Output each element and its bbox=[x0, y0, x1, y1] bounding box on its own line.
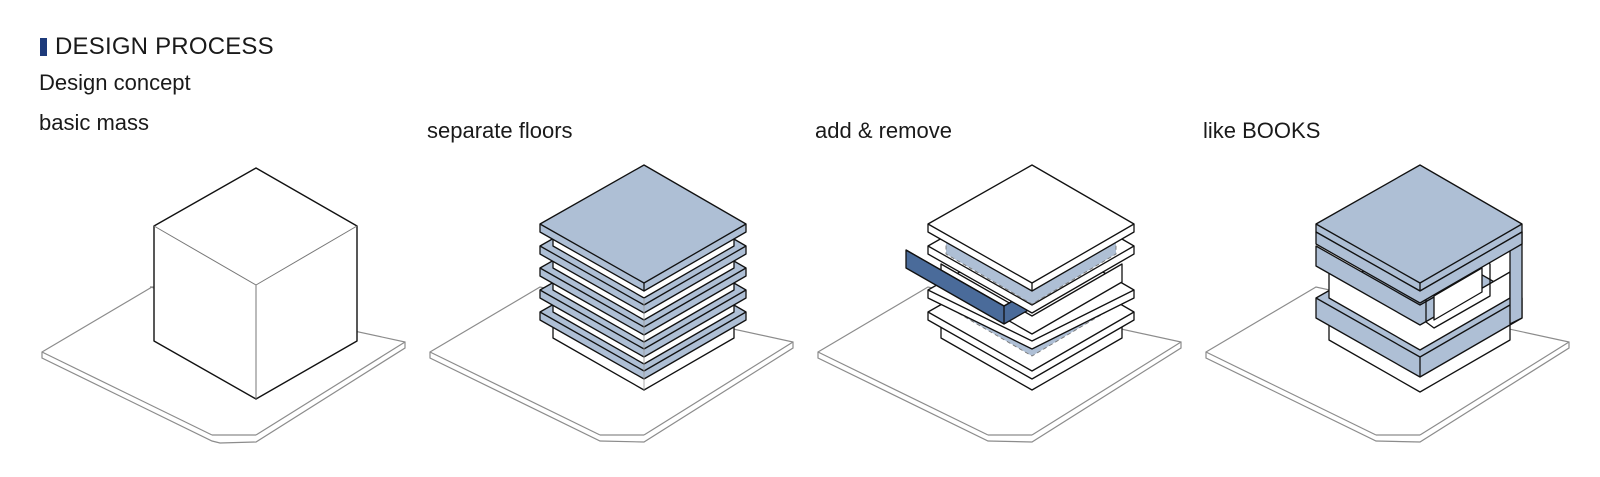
floor-stack bbox=[539, 164, 747, 391]
stage-label-basic-mass: basic mass bbox=[39, 110, 150, 135]
page-title: DESIGN PROCESS bbox=[55, 33, 274, 60]
stage-like-books bbox=[1205, 164, 1570, 443]
massing-cube bbox=[153, 167, 358, 400]
section-header: DESIGN PROCESS bbox=[40, 32, 274, 62]
page-subtitle: Design concept bbox=[39, 70, 191, 95]
stage-label-like-books: like BOOKS bbox=[1203, 118, 1321, 143]
stage-separate-floors bbox=[429, 164, 794, 443]
title-accent-bar bbox=[40, 38, 47, 56]
stage-basic-mass bbox=[41, 167, 406, 444]
carved-mass bbox=[905, 164, 1135, 391]
book-volumes bbox=[1315, 164, 1523, 393]
stage-add-remove bbox=[817, 164, 1182, 443]
stage-label-separate-floors: separate floors bbox=[427, 118, 573, 143]
stage-label-add-remove: add & remove bbox=[815, 118, 952, 143]
